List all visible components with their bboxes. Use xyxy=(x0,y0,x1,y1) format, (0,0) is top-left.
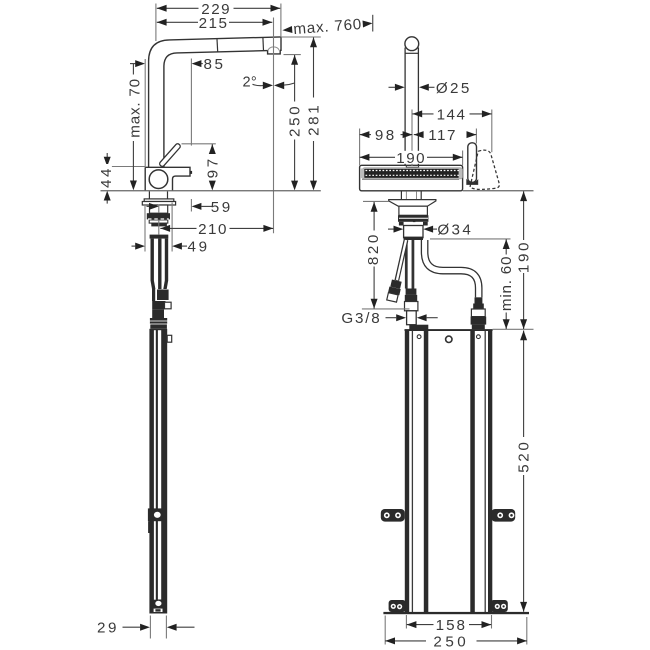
svg-text:158: 158 xyxy=(436,617,467,634)
svg-text:281: 281 xyxy=(306,103,323,136)
svg-text:Ø34: Ø34 xyxy=(437,222,473,239)
svg-text:min. 60: min. 60 xyxy=(498,256,515,311)
svg-text:820: 820 xyxy=(365,232,382,265)
svg-text:250: 250 xyxy=(433,633,469,650)
svg-text:44: 44 xyxy=(98,166,115,188)
svg-text:85: 85 xyxy=(203,56,225,73)
svg-text:229: 229 xyxy=(201,1,231,18)
svg-text:144: 144 xyxy=(437,106,467,123)
svg-text:117: 117 xyxy=(428,127,457,144)
svg-text:2°: 2° xyxy=(243,74,258,90)
svg-text:190: 190 xyxy=(516,240,533,273)
svg-text:max. 760: max. 760 xyxy=(293,16,363,38)
svg-text:97: 97 xyxy=(204,156,221,178)
svg-text:max. 70: max. 70 xyxy=(127,78,144,138)
svg-text:G3/8: G3/8 xyxy=(341,310,381,327)
svg-text:49: 49 xyxy=(188,239,210,256)
svg-text:59: 59 xyxy=(211,199,233,216)
svg-text:190: 190 xyxy=(396,150,426,167)
svg-text:250: 250 xyxy=(287,104,304,137)
svg-text:Ø25: Ø25 xyxy=(436,80,472,97)
svg-text:98: 98 xyxy=(375,127,397,144)
svg-text:210: 210 xyxy=(198,221,228,238)
svg-text:520: 520 xyxy=(516,440,533,473)
svg-text:29: 29 xyxy=(97,620,119,637)
svg-text:215: 215 xyxy=(199,15,229,32)
